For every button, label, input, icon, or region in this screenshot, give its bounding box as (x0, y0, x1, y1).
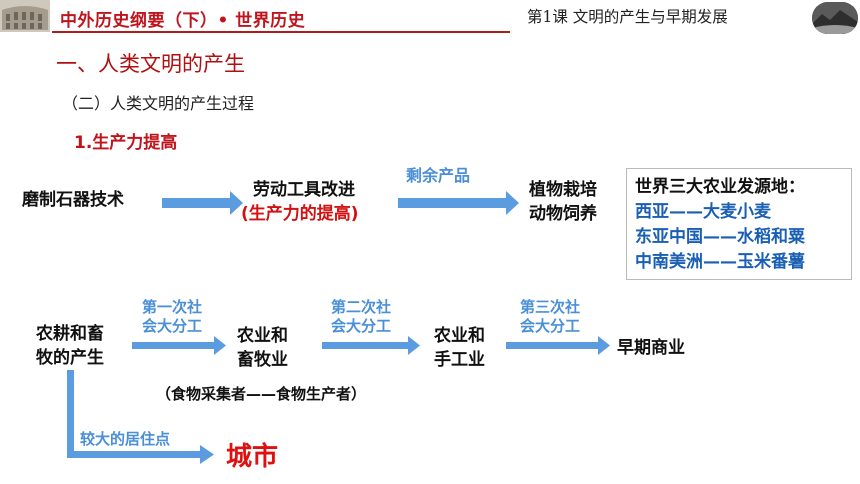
arrow-third-division (506, 336, 610, 355)
node-farming-line2: 动物饲养 (529, 204, 597, 224)
lesson-title: 第1课 文明的产生与早期发展 (527, 8, 728, 26)
node-polished-stone: 磨制石器技术 (22, 190, 124, 210)
agriculture-origins-box: 世界三大农业发源地： 西亚——大麦小麦 东亚中国——水稻和粟 中南美洲——玉米番… (626, 168, 852, 280)
book-title: 中外历史纲要（下）• 世界历史 (60, 11, 306, 31)
label-second-division-line1: 第二次社 (331, 298, 392, 316)
section-heading: 一、人类文明的产生 (56, 52, 245, 76)
header-title-bar (52, 5, 510, 33)
box-line-east-asia: 东亚中国——水稻和粟 (635, 227, 805, 247)
box-line-west-asia: 西亚——大麦小麦 (635, 202, 771, 222)
arrow-branch-to-city (67, 370, 214, 464)
node-farming-line1: 植物栽培 (529, 180, 597, 200)
node-tool-improvement: 劳动工具改进 (253, 180, 355, 200)
arrow-tools-to-farming (398, 191, 519, 215)
arrow-stone-to-tools (162, 191, 243, 215)
node-early-commerce: 早期商业 (617, 338, 685, 358)
box-line-americas: 中南美洲——玉米番薯 (635, 252, 805, 272)
node-agri-husbandry-line1: 农业和 (237, 326, 288, 346)
colosseum-logo-icon (0, 0, 50, 32)
arrow-second-division (322, 336, 420, 355)
node-agri-husbandry-line2: 畜牧业 (237, 350, 288, 370)
label-third-division-line2: 会大分工 (520, 317, 581, 335)
box-title: 世界三大农业发源地： (635, 177, 805, 197)
label-first-division-line2: 会大分工 (142, 317, 203, 335)
subsection-heading: （二）人类文明的产生过程 (62, 94, 255, 113)
label-surplus: 剩余产品 (406, 166, 471, 185)
node-agri-handicraft-line1: 农业和 (434, 326, 485, 346)
node-productivity-note: (生产力的提高) (241, 204, 359, 224)
label-first-division-line1: 第一次社 (142, 298, 203, 316)
arrow-first-division (132, 336, 226, 355)
node-agriculture-emergence-line1: 农耕和畜 (36, 324, 104, 344)
label-third-division-line1: 第三次社 (520, 298, 581, 316)
node-agri-handicraft-line2: 手工业 (434, 350, 485, 370)
node-agriculture-emergence-line2: 牧的产生 (36, 348, 104, 368)
label-second-division-line2: 会大分工 (331, 317, 392, 335)
city-label: 城市 (226, 442, 279, 472)
landscape-thumbnail-icon (812, 2, 858, 34)
point-heading: 1.生产力提高 (74, 133, 178, 153)
note-gatherer-to-producer: （食物采集者——食物生产者） (156, 385, 367, 403)
label-larger-settlement: 较大的居住点 (80, 430, 171, 448)
